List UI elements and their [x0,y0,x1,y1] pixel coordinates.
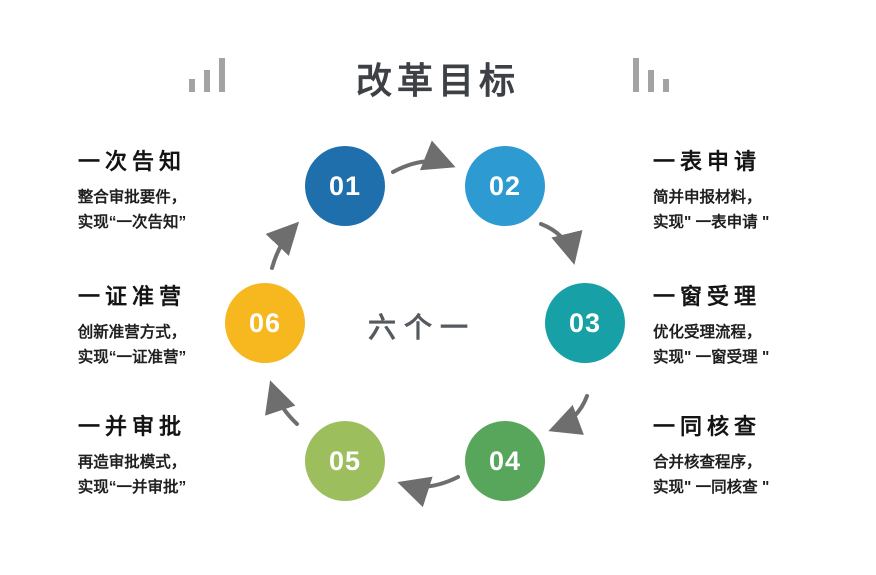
step-title: 一并审批 [77,414,186,439]
step-desc-line1: 优化受理流程， [653,324,762,341]
arrow-06-01 [265,221,300,270]
step-desc-line2: 实现“一次告知” [77,214,187,232]
arrow-02-03 [539,222,583,265]
step-desc-line1: 简并申报材料， [653,189,762,206]
step-desc-line2: 实现" 一同核查 " [653,479,770,497]
step-desc-line2: 实现" 一窗受理 " [653,349,770,367]
step-desc-line1: 创新准营方式， [77,324,187,341]
step-desc-line2: 实现" 一表申请 " [653,214,770,232]
step-number: 04 [488,445,522,476]
step-desc-line1: 整合审批要件， [77,189,187,206]
step-desc-line1: 再造审批模式， [77,454,187,471]
step-block-01: 一次告知 整合审批要件， 实现“一次告知” [26,144,238,235]
step-desc-line1: 合并核查程序， [653,454,762,471]
step-block-05: 一并审批 再造审批模式， 实现“一并审批” [26,409,238,500]
ascending-bars-icon [189,58,225,92]
circle-step-03: 03 [545,283,625,363]
step-block-02: 一表申请 简并申报材料， 实现" 一表申请 " [653,144,865,235]
step-number: 02 [488,170,522,201]
step-block-03: 一窗受理 优化受理流程， 实现" 一窗受理 " [653,279,865,370]
step-block-04: 一同核查 合并核查程序， 实现" 一同核查 " [653,409,865,500]
step-number: 06 [248,307,282,338]
arrow-05-06 [265,380,299,426]
descending-bars-icon [633,58,669,92]
step-title: 一窗受理 [653,284,762,309]
circle-step-04: 04 [465,421,545,501]
circle-step-06: 06 [225,283,305,363]
circle-step-02: 02 [465,146,545,226]
step-number: 01 [328,170,362,201]
center-label: 六个一 [367,312,476,343]
page-title: 改革目标 [355,60,520,101]
circle-step-01: 01 [305,146,385,226]
arrow-01-02 [391,140,456,174]
step-title: 一同核查 [653,414,762,439]
circle-step-05: 05 [305,421,385,501]
arrow-04-05 [397,475,460,508]
step-number: 03 [568,307,602,338]
step-desc-line2: 实现“一证准营” [77,349,187,367]
arrow-03-04 [548,394,589,435]
step-number: 05 [328,445,362,476]
step-title: 一次告知 [77,149,186,174]
step-desc-line2: 实现“一并审批” [77,479,187,497]
step-block-06: 一证准营 创新准营方式， 实现“一证准营” [26,279,238,370]
step-title: 一证准营 [77,284,186,309]
step-title: 一表申请 [653,149,762,174]
